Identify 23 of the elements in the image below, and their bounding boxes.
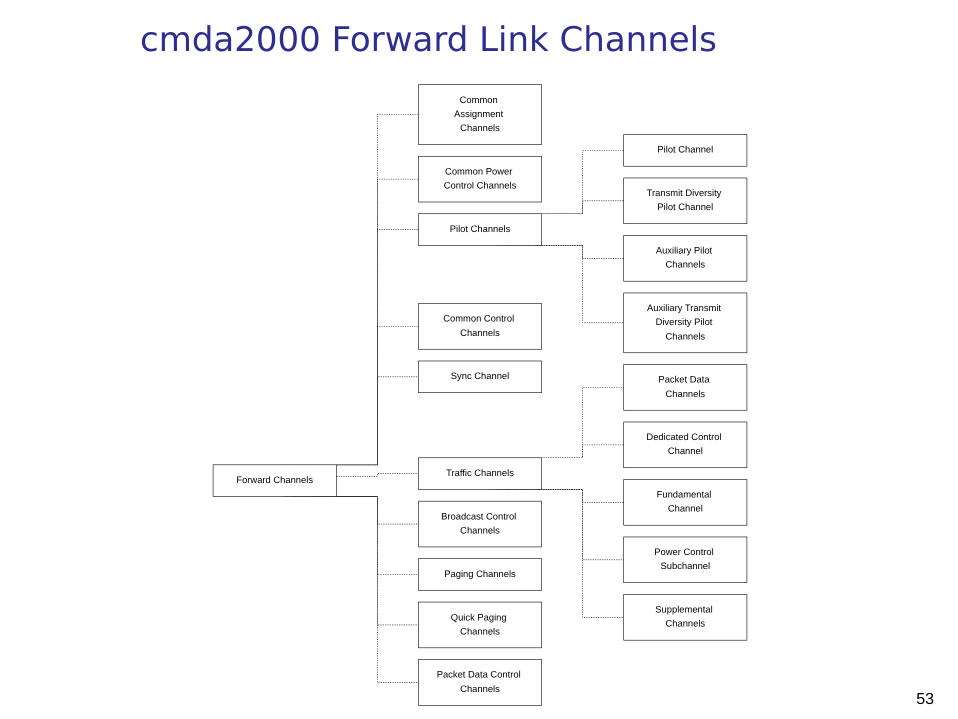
node-box: Traffic Channels [418, 457, 542, 490]
node-box: Fundamental Channel [623, 479, 748, 526]
node-box: Dedicated Control Channel [623, 422, 748, 468]
node-box: Common Assignment Channels [418, 84, 542, 145]
node-box: Pilot Channel [623, 134, 748, 167]
node-box: Forward Channels [212, 464, 337, 497]
connector [336, 473, 419, 477]
slide-title: cmda2000 Forward Link Channels [140, 20, 717, 60]
node-box: Paging Channels [418, 558, 542, 591]
node-box: Sync Channel [418, 360, 542, 393]
node-box: Broadcast Control Channels [418, 500, 542, 548]
node-box: Common Control Channels [418, 303, 542, 350]
node-box: Pilot Channels [418, 213, 542, 246]
node-box: Quick Paging Channels [418, 602, 542, 648]
node-box: Packet Data Control Channels [418, 659, 542, 706]
node-box: Transmit Diversity Pilot Channel [623, 178, 748, 224]
node-box: Auxiliary Pilot Channels [623, 235, 748, 282]
node-box: Power Control Subchannel [623, 536, 748, 583]
node-box: Auxiliary Transmit Diversity Pilot Channels [623, 292, 748, 354]
node-box: Supplemental Channels [623, 594, 748, 640]
page-number: 53 [916, 691, 934, 709]
node-box: Common Power Control Channels [418, 156, 542, 202]
node-box: Packet Data Channels [623, 364, 748, 411]
